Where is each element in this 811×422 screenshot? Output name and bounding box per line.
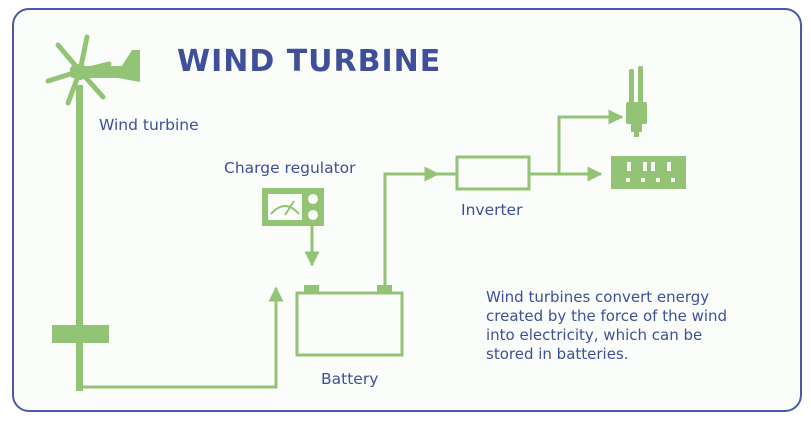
power-socket-icon [611,156,686,189]
label-inverter: Inverter [461,201,523,219]
connector-inverter-to-bulb [557,109,624,174]
description-line-2: created by the force of the wind [486,307,727,325]
diagram-title: WIND TURBINE [177,44,441,79]
battery-icon [295,285,404,357]
description-text: Wind turbines convert energy created by … [486,288,727,363]
connector-mast-to-regulator [79,286,284,389]
description-line-4: stored in batteries. [486,345,629,363]
label-wind-turbine: Wind turbine [99,116,199,134]
connector-battery-to-inverter [383,166,440,285]
label-battery: Battery [321,370,378,388]
description-line-1: Wind turbines convert energy [486,288,709,306]
light-bulb-icon [626,66,647,137]
label-charge-regulator: Charge regulator [224,159,356,177]
gauge-icon [262,188,324,226]
wind-turbine-icon [45,34,140,391]
description-line-3: into electricity, which can be [486,326,702,344]
diagram-frame [12,8,802,412]
